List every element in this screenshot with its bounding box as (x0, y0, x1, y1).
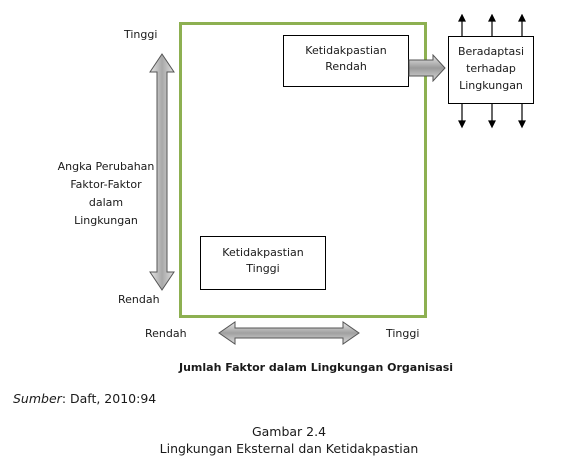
x-axis-high-label: Tinggi (386, 327, 420, 340)
high-uncertainty-line: Tinggi (246, 262, 280, 275)
high-uncertainty-line: Ketidakpastian (222, 246, 304, 259)
source-note: Sumber: Daft, 2010:94 (13, 390, 156, 407)
adaptation-box: Beradaptasi terhadap Lingkungan (448, 36, 534, 104)
adaptation-line: Lingkungan (459, 79, 523, 92)
low-uncertainty-line: Ketidakpastian (305, 44, 387, 57)
uncertainty-matrix-frame (179, 22, 427, 318)
low-uncertainty-box: Ketidakpastian Rendah (283, 35, 409, 87)
high-uncertainty-box: Ketidakpastian Tinggi (200, 236, 326, 290)
x-axis-low-label: Rendah (145, 327, 187, 340)
vertical-double-arrow (149, 53, 175, 291)
adaptation-line: Beradaptasi (457, 45, 525, 58)
adaptation-line: terhadap (466, 62, 516, 75)
y-axis-high-label: Tinggi (124, 28, 158, 41)
right-block-arrow (408, 54, 446, 82)
figure-title: Lingkungan Eksternal dan Ketidakpastian (159, 441, 419, 456)
y-axis-title-line: Lingkungan (74, 214, 138, 227)
x-axis-title: Jumlah Faktor dalam Lingkungan Organisas… (179, 361, 454, 374)
adaptation-arrows (458, 14, 526, 129)
y-axis-title-line: dalam (88, 196, 124, 209)
source-text: : Daft, 2010:94 (61, 391, 157, 406)
y-axis-title-line: Faktor-Faktor (70, 178, 142, 191)
y-axis-title: Angka Perubahan Faktor-Faktor dalam Ling… (46, 158, 166, 230)
y-axis-low-label: Rendah (118, 293, 160, 306)
horizontal-double-arrow (218, 321, 360, 345)
source-label: Sumber (13, 391, 62, 406)
low-uncertainty-line: Rendah (325, 60, 367, 73)
y-axis-title-line: Angka Perubahan (57, 160, 155, 173)
figure-number: Gambar 2.4 (251, 424, 327, 439)
